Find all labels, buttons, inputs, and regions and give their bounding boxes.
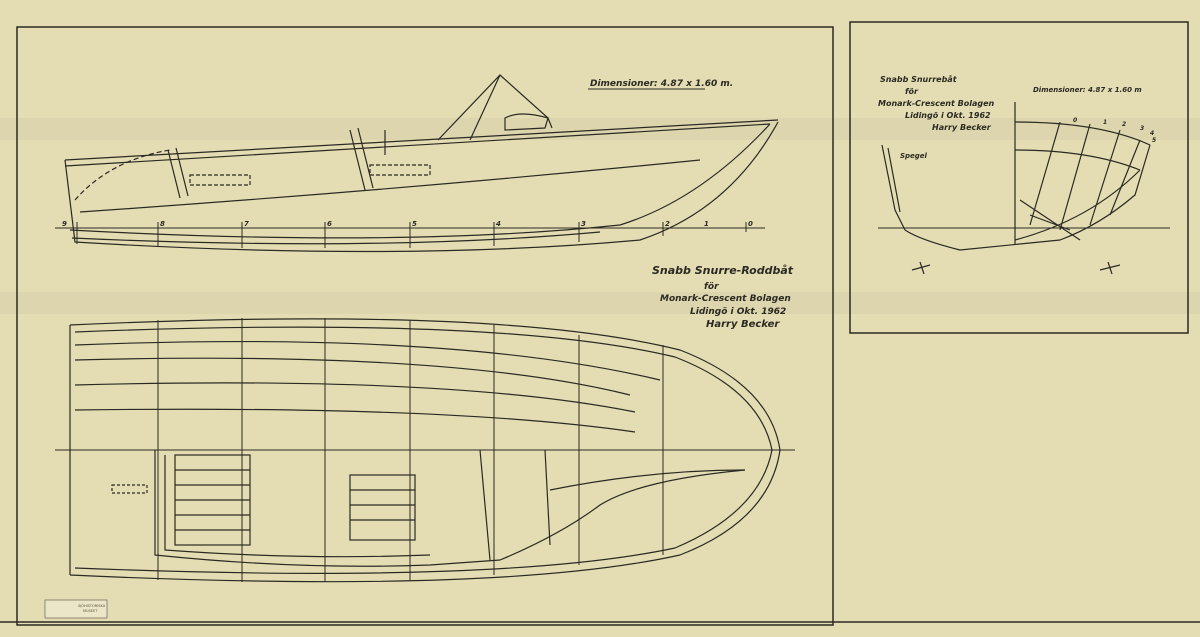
main-frame <box>16 26 834 626</box>
station-label: 8 <box>160 220 165 228</box>
paper-band <box>0 118 1200 140</box>
plan-view <box>55 318 795 583</box>
body-plan-view <box>878 102 1170 275</box>
body-plan-client: Monark-Crescent Bolagen <box>878 99 995 108</box>
signature: Harry Becker <box>706 319 780 330</box>
station-label: 0 <box>748 220 753 228</box>
station-label: 3 <box>581 220 586 228</box>
station-label: 1 <box>704 220 709 228</box>
transom-label: Spegel <box>900 152 928 160</box>
drawing-title: Snabb Snurre-Roddbåt <box>652 264 794 277</box>
station-labels: 9 8 7 6 5 4 3 2 1 0 <box>62 220 753 228</box>
body-plan-dimensions: Dimensioner: 4.87 x 1.60 m <box>1033 86 1142 94</box>
section-label: 5 <box>1152 137 1156 144</box>
museum-stamp: SJÖHISTORISKA MUSEET <box>44 599 108 619</box>
section-label: 1 <box>1103 119 1107 126</box>
body-plan-for: för <box>905 87 919 96</box>
title-block: Snabb Snurre-Roddbåt för Monark-Crescent… <box>652 264 794 330</box>
station-label: 2 <box>665 220 670 228</box>
section-label: 0 <box>1073 117 1077 124</box>
section-label: 4 <box>1150 130 1154 137</box>
profile-view <box>55 74 779 253</box>
station-label: 4 <box>496 220 501 228</box>
paper-band <box>0 292 1200 314</box>
title-for: för <box>704 282 719 292</box>
stamp-text: SJÖHISTORISKA <box>78 603 106 608</box>
body-plan-title: Snabb Snurrebåt <box>880 74 958 84</box>
section-label: 2 <box>1122 121 1126 128</box>
body-plan-frame <box>849 21 1189 334</box>
dimensions-label: Dimensioner: 4.87 x 1.60 m. <box>590 79 733 89</box>
station-label: 7 <box>244 220 249 228</box>
client-name: Monark-Crescent Bolagen <box>660 294 791 304</box>
body-plan-signature: Harry Becker <box>932 123 992 132</box>
body-plan-place-date: Lidingö i Okt. 1962 <box>905 111 991 120</box>
station-label: 6 <box>327 220 332 228</box>
place-date: Lidingö i Okt. 1962 <box>690 307 786 317</box>
station-label: 9 <box>62 220 67 228</box>
stamp-text: MUSEET <box>83 609 98 613</box>
station-label: 5 <box>412 220 417 228</box>
section-label: 3 <box>1140 125 1144 132</box>
body-plan-title-block: Snabb Snurrebåt för Monark-Crescent Bola… <box>878 74 1156 160</box>
